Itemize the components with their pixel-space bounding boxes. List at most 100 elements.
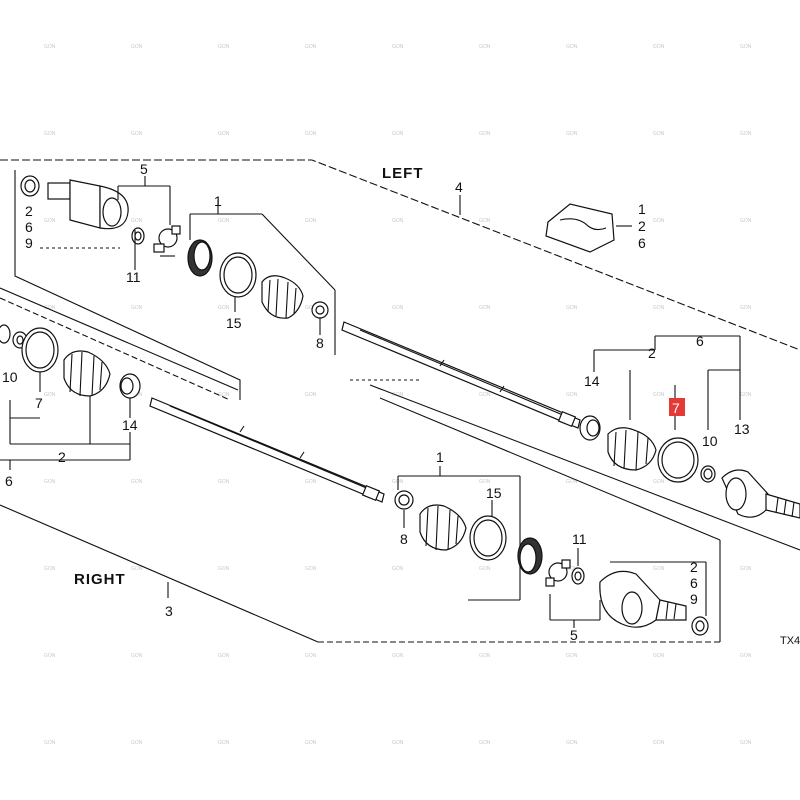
right-inner-boot-group xyxy=(0,324,141,470)
left-inner-boot-group xyxy=(187,200,336,355)
highlight-7-box xyxy=(669,398,685,416)
callout-8: 8 xyxy=(316,335,324,351)
watermark-text: GON xyxy=(653,653,665,659)
watermark-text: GON xyxy=(131,740,143,746)
left-outer-boot-group xyxy=(579,335,800,519)
right-assembly-frame xyxy=(0,287,721,643)
watermark-text: GON xyxy=(740,392,752,398)
watermark-text: GON xyxy=(392,653,404,659)
watermark-text: GON xyxy=(44,44,56,50)
callout-2: 2 xyxy=(25,203,33,219)
callout-kit-2: 2 xyxy=(638,218,646,234)
watermark-text: GON xyxy=(305,740,317,746)
watermark-text: GON xyxy=(218,479,230,485)
callout-11: 11 xyxy=(126,269,141,285)
watermark-text: GON xyxy=(44,479,56,485)
watermark-text: GON xyxy=(479,392,491,398)
watermark-text: GON xyxy=(218,392,230,398)
watermark-text: GON xyxy=(392,218,404,224)
watermark-text: GON xyxy=(566,305,578,311)
watermark-text: GON xyxy=(218,44,230,50)
watermark-text: GON xyxy=(218,218,230,224)
callout-15-right: 15 xyxy=(486,485,502,501)
watermark-text: GON xyxy=(740,653,752,659)
watermark-text: GON xyxy=(566,566,578,572)
watermark-text: GON xyxy=(131,44,143,50)
right-shaft xyxy=(149,397,385,503)
watermark-text: GON xyxy=(131,566,143,572)
watermark-text: GON xyxy=(131,653,143,659)
callout-10-left-outer: 10 xyxy=(702,433,718,449)
callout-15: 15 xyxy=(226,315,242,331)
callout-7-highlighted: 7 xyxy=(672,400,680,416)
callout-7: 7 xyxy=(35,395,43,411)
watermark-text: GON xyxy=(218,131,230,137)
watermark-text: GON xyxy=(653,131,665,137)
watermark-text: GON xyxy=(653,740,665,746)
watermark-text: GON xyxy=(305,392,317,398)
watermark-text: GON xyxy=(131,305,143,311)
watermark-text: GON xyxy=(218,653,230,659)
callout-2-right-group: 2 xyxy=(58,449,66,465)
watermark-text: GON xyxy=(305,44,317,50)
watermark-text: GON xyxy=(392,131,404,137)
watermark-text: GON xyxy=(566,392,578,398)
watermark-text: GON xyxy=(479,44,491,50)
watermark-text: GON xyxy=(740,740,752,746)
callout-5-right: 5 xyxy=(570,627,578,643)
watermark-text: GON xyxy=(740,218,752,224)
watermark-text: GON xyxy=(44,218,56,224)
callout-14-left-outer: 14 xyxy=(584,373,600,389)
watermark-text: GON xyxy=(305,479,317,485)
watermark-text: GON xyxy=(218,305,230,311)
callout-2-right: 2 xyxy=(690,559,698,575)
watermark-text: GON xyxy=(305,131,317,137)
watermark-text: GON xyxy=(44,305,56,311)
callout-5: 5 xyxy=(140,161,148,177)
callout-3: 3 xyxy=(165,603,173,619)
callout-9: 9 xyxy=(25,235,33,251)
right-outer-boot-group xyxy=(394,466,709,636)
watermark-text: GON xyxy=(566,44,578,50)
callout-kit-6: 6 xyxy=(638,235,646,251)
watermark-text: GON xyxy=(479,653,491,659)
callout-4: 4 xyxy=(455,179,463,195)
watermark-text: GON xyxy=(44,392,56,398)
watermark-text: GON xyxy=(566,740,578,746)
watermark-text: GON xyxy=(131,131,143,137)
watermark-text: GON xyxy=(653,44,665,50)
watermark-text: GON xyxy=(305,305,317,311)
left-outer-joint-group xyxy=(20,175,181,270)
watermark-text: GON xyxy=(44,131,56,137)
watermark-text: GON xyxy=(218,740,230,746)
watermark-text: GON xyxy=(740,305,752,311)
watermark-text: GON xyxy=(653,218,665,224)
callout-kit-1: 1 xyxy=(638,201,646,217)
watermark-text: GON xyxy=(479,218,491,224)
watermark-text: GON xyxy=(44,566,56,572)
callout-6-left-outer: 6 xyxy=(696,333,704,349)
watermark-text: GON xyxy=(218,566,230,572)
watermark-text: GON xyxy=(479,131,491,137)
watermark-text: GON xyxy=(131,218,143,224)
watermark-text: GON xyxy=(653,305,665,311)
left-shaft xyxy=(341,321,581,429)
callout-6: 6 xyxy=(25,219,33,235)
watermark-text: GON xyxy=(740,44,752,50)
boot-kit-pack xyxy=(545,203,632,253)
watermark-text: GON xyxy=(392,305,404,311)
watermark-text: GON xyxy=(566,479,578,485)
watermark-text: GON xyxy=(305,218,317,224)
callout-6-right: 6 xyxy=(690,575,698,591)
callout-14: 14 xyxy=(122,417,138,433)
watermark-text: GON xyxy=(305,566,317,572)
left-side-label: LEFT xyxy=(382,165,424,182)
callout-8-right: 8 xyxy=(400,531,408,547)
diagram-code-label: TX4E xyxy=(780,635,800,647)
watermark-text: GON xyxy=(392,392,404,398)
watermark-text: GON xyxy=(653,479,665,485)
watermark-text: GON xyxy=(479,305,491,311)
callout-13: 13 xyxy=(734,421,750,437)
watermark-text: GON xyxy=(305,653,317,659)
left-assembly-frame xyxy=(0,159,800,551)
